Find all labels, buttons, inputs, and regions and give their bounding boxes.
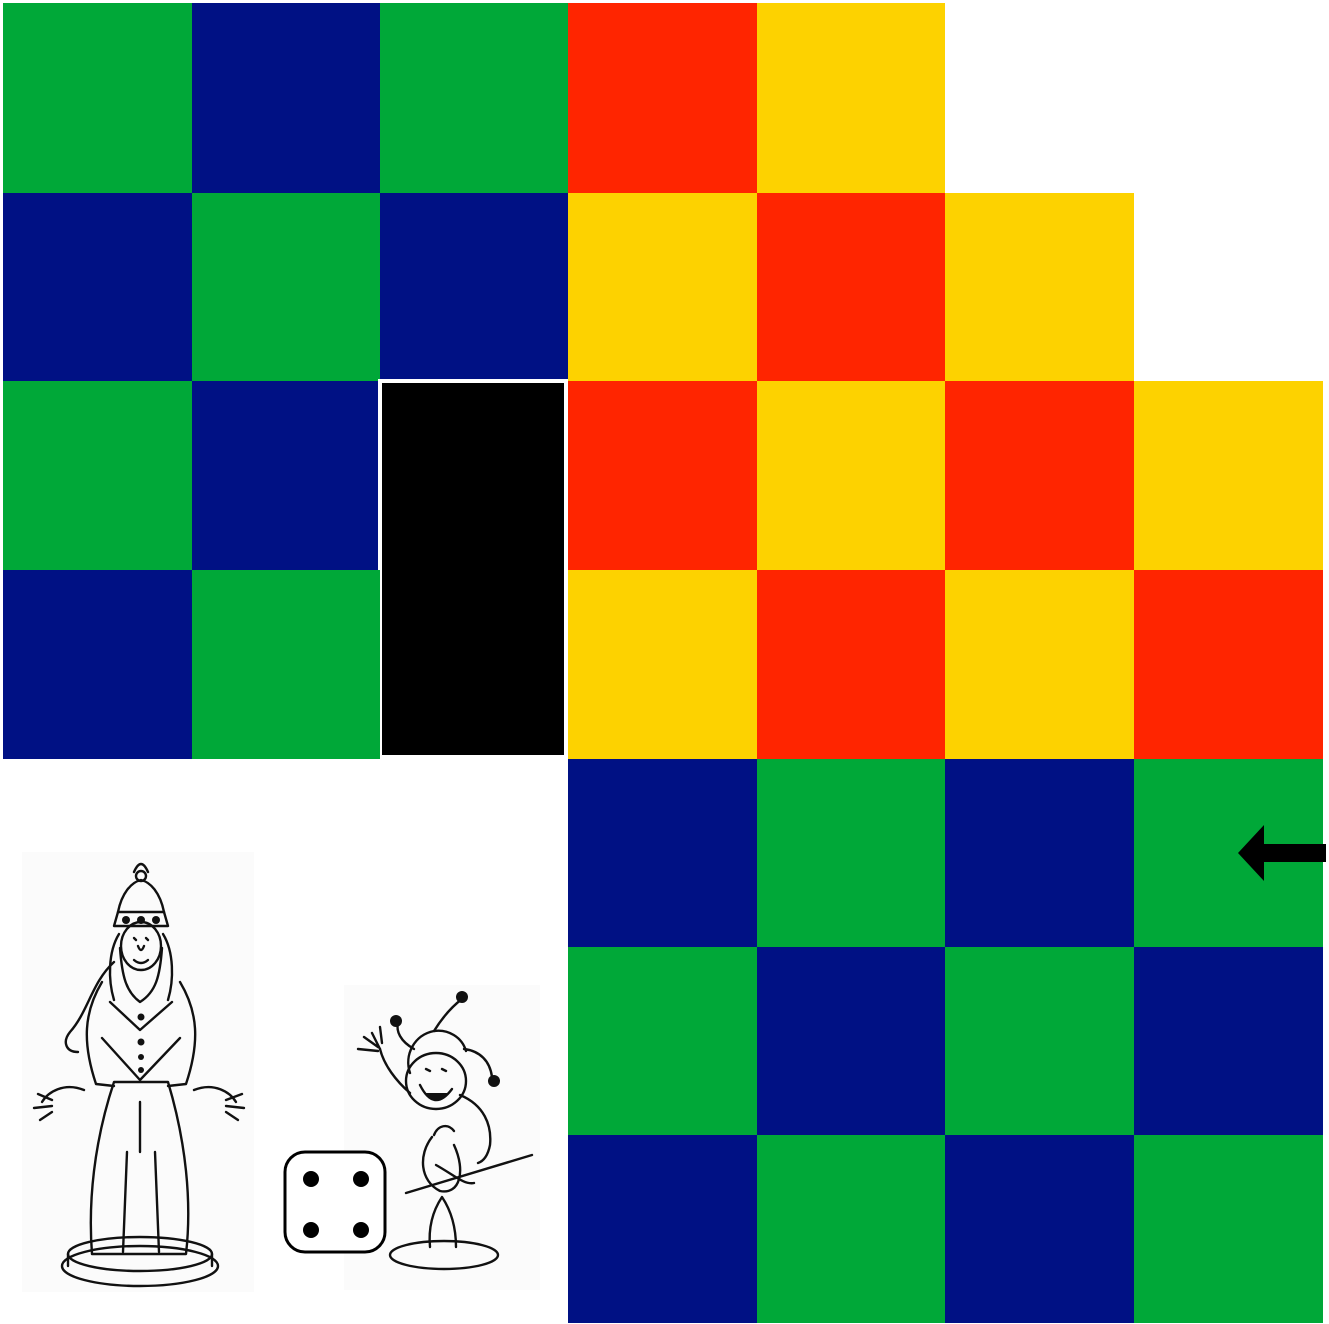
board-cell-green[interactable]: [945, 947, 1134, 1135]
board-cell-red[interactable]: [757, 193, 945, 381]
board-cell-yellow[interactable]: [757, 381, 945, 570]
board-cell-green[interactable]: [757, 759, 945, 947]
board-cell-blue[interactable]: [380, 193, 568, 381]
arrow-left-icon: [1234, 822, 1326, 884]
board-cell-yellow[interactable]: [945, 570, 1134, 759]
board-cell-blue[interactable]: [945, 759, 1134, 947]
die-four-icon[interactable]: [283, 1150, 387, 1254]
board-cell-blue[interactable]: [568, 759, 757, 947]
board-cell-green[interactable]: [1134, 1135, 1323, 1323]
board-cell-red[interactable]: [1134, 570, 1323, 759]
board-cell-green[interactable]: [192, 193, 380, 381]
board-cell-blue[interactable]: [3, 570, 192, 759]
board-cell-green[interactable]: [568, 947, 757, 1135]
board-cell-red[interactable]: [945, 381, 1134, 570]
board-cell-yellow[interactable]: [568, 570, 757, 759]
board-cell-blue[interactable]: [945, 1135, 1134, 1323]
board-cell-blue[interactable]: [757, 947, 945, 1135]
board-cell-green[interactable]: [192, 570, 380, 759]
board-cell-yellow[interactable]: [1134, 381, 1323, 570]
board-cell-green[interactable]: [757, 1135, 945, 1323]
board-cell-red[interactable]: [757, 570, 945, 759]
board-cell-red[interactable]: [568, 3, 757, 193]
board-cell-blue[interactable]: [1134, 947, 1323, 1135]
board-cell-yellow[interactable]: [945, 193, 1134, 381]
queen-figurine-icon[interactable]: [22, 852, 254, 1292]
black-piece[interactable]: [378, 379, 568, 759]
board-cell-yellow[interactable]: [757, 3, 945, 193]
board-cell-red[interactable]: [568, 381, 757, 570]
board-cell-green[interactable]: [3, 381, 192, 570]
board-cell-blue[interactable]: [3, 193, 192, 381]
board-cell-green[interactable]: [3, 3, 192, 193]
board-cell-blue[interactable]: [568, 1135, 757, 1323]
board-cell-blue[interactable]: [192, 381, 380, 570]
board-cell-blue[interactable]: [192, 3, 380, 193]
board-cell-yellow[interactable]: [568, 193, 757, 381]
board-cell-green[interactable]: [380, 3, 568, 193]
